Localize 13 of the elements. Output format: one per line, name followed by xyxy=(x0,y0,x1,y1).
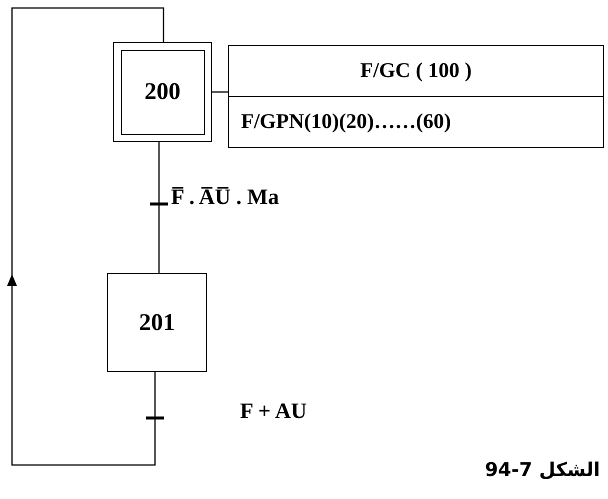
connector xyxy=(7,7,164,466)
step-box xyxy=(107,273,207,372)
step-number: 200 xyxy=(144,78,180,107)
figure-caption: الشكل 7-94 xyxy=(484,458,600,483)
connector xyxy=(150,142,168,273)
action-text: F/GC ( 100 ) xyxy=(360,57,472,84)
step-number: 201 xyxy=(139,308,175,338)
action-text: F/GPN(10)(20)……(60) xyxy=(241,108,451,136)
transition-condition: F + AU xyxy=(240,400,307,422)
transition-condition: F̅ . A̅U̅ . Ma xyxy=(171,186,279,208)
initial-step-box xyxy=(113,42,212,142)
action-box xyxy=(228,45,604,148)
connector xyxy=(212,91,228,93)
